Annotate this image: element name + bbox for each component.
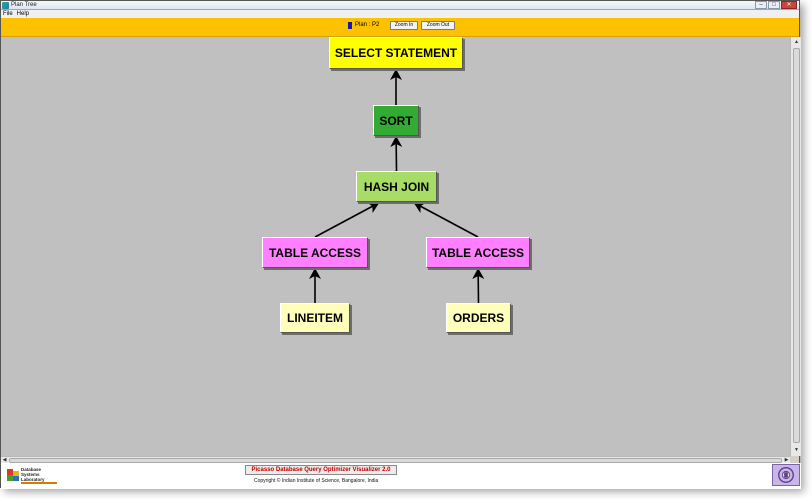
- tree-edges: [309, 69, 485, 304]
- plan-color-swatch: [348, 22, 352, 29]
- plan-node-sort[interactable]: SORT: [373, 105, 419, 136]
- maximize-button[interactable]: □: [768, 1, 780, 9]
- plan-node-hashjoin[interactable]: HASH JOIN: [356, 171, 437, 202]
- plan-node-ta1[interactable]: TABLE ACCESS: [262, 237, 368, 268]
- dsl-logo-icon: [7, 469, 19, 481]
- vertical-scrollbar[interactable]: ▲ ▼: [790, 37, 801, 456]
- scroll-right-icon[interactable]: ▶: [784, 457, 789, 463]
- zoom-out-button[interactable]: Zoom Out: [421, 21, 455, 30]
- plan-node-lineitem[interactable]: LINEITEM: [280, 303, 350, 333]
- edge-ta2-to-hashjoin: [413, 202, 479, 238]
- footer-panel: Database Systems Laboratory Picasso Data…: [1, 463, 801, 489]
- minimize-button[interactable]: –: [755, 1, 767, 9]
- plan-node-select[interactable]: SELECT STATEMENT: [329, 37, 463, 69]
- horizontal-scrollbar[interactable]: ◀ ▶: [1, 456, 790, 463]
- picasso-title-button[interactable]: Picasso Database Query Optimizer Visuali…: [245, 465, 397, 475]
- app-icon: [2, 2, 9, 9]
- zoom-in-button[interactable]: Zoom In: [390, 21, 418, 30]
- dsl-logo-text: Database Systems Laboratory: [21, 467, 45, 482]
- horizontal-scroll-thumb[interactable]: [9, 458, 782, 463]
- window-title: Plan Tree: [11, 2, 37, 8]
- scroll-up-icon[interactable]: ▲: [794, 39, 799, 45]
- dsl-logo-underline: [21, 482, 57, 484]
- copyright-text: Copyright © Indian Institute of Science,…: [254, 478, 379, 484]
- plan-toolbar: Plan : P2 Zoom In Zoom Out: [1, 18, 799, 37]
- title-bar[interactable]: Plan Tree – □ ✕: [1, 1, 799, 10]
- close-button[interactable]: ✕: [781, 1, 797, 9]
- vertical-scroll-thumb[interactable]: [793, 48, 800, 443]
- iisc-logo-icon: [772, 464, 800, 486]
- window-controls: – □ ✕: [755, 1, 797, 9]
- plan-tree-canvas: SELECT STATEMENT SORT HASH JOIN TABLE ACCES…: [1, 37, 790, 456]
- menu-bar: File Help: [1, 10, 799, 18]
- plan-node-ta2[interactable]: TABLE ACCESS: [426, 237, 530, 268]
- scroll-left-icon[interactable]: ◀: [2, 457, 7, 463]
- plan-label: Plan : P2: [355, 22, 380, 28]
- dsl-logo: Database Systems Laboratory: [6, 466, 58, 486]
- scroll-down-icon[interactable]: ▼: [794, 447, 799, 453]
- menu-help[interactable]: Help: [16, 11, 30, 17]
- menu-file[interactable]: File: [3, 11, 13, 17]
- plan-tree-window: Plan Tree – □ ✕ File Help Plan : P2 Zoom…: [0, 0, 801, 489]
- edge-ta1-to-hashjoin: [314, 202, 380, 238]
- plan-node-orders[interactable]: ORDERS: [446, 303, 511, 333]
